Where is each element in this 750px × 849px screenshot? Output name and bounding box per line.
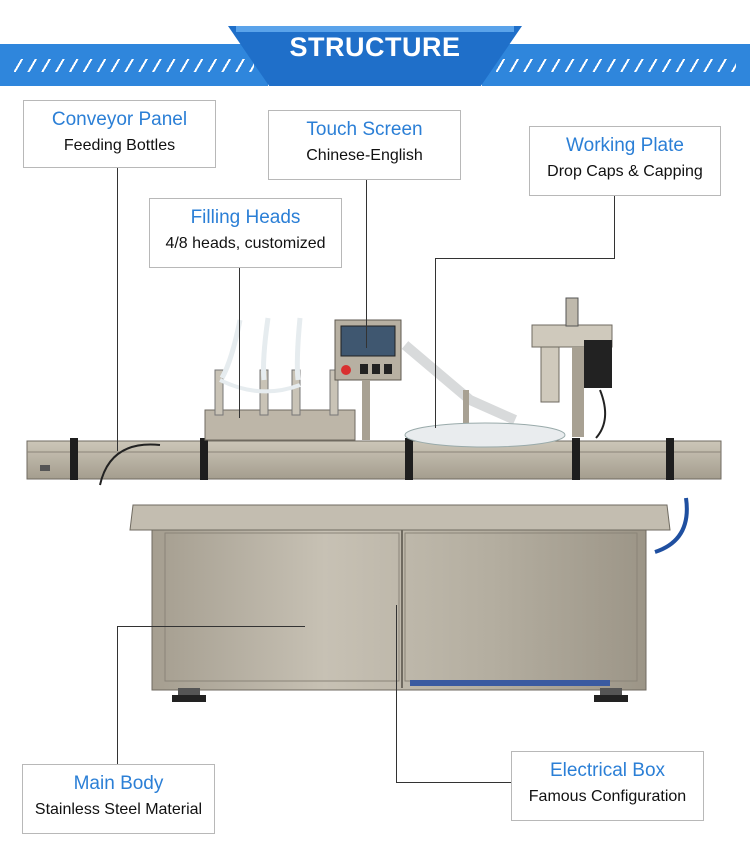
banner-hatch-left [14,59,254,72]
label-title: Touch Screen [306,119,423,140]
leader-line-main-v [117,626,118,764]
leader-line-conveyor [117,166,118,451]
label-subtitle: Drop Caps & Capping [547,163,703,180]
label-title: Filling Heads [190,207,301,228]
label-title: Working Plate [566,135,684,156]
label-subtitle: Stainless Steel Material [34,801,203,818]
label-title: Electrical Box [549,760,666,781]
leader-line-main-h [117,626,305,627]
label-touch-screen: Touch Screen Chinese-English [268,110,461,180]
banner-ribbon [228,26,522,86]
banner-hatch-right [496,59,736,72]
label-filling-heads: Filling Heads 4/8 heads, customized [149,198,342,268]
label-title: Main Body [73,773,164,794]
leader-line-filling [239,266,240,418]
label-electrical-box: Electrical Box Famous Configuration [511,751,704,821]
label-conveyor-panel: Conveyor Panel Feeding Bottles [23,100,216,168]
leader-line-working-down [435,258,436,428]
label-working-plate: Working Plate Drop Caps & Capping [529,126,721,196]
banner-band-right [482,44,750,86]
label-main-body: Main Body Stainless Steel Material [22,764,215,834]
leader-line-electrical-v [396,605,397,782]
page-title: STRUCTURE [289,32,461,62]
leader-line-touch [366,178,367,348]
banner-band-left [0,44,268,86]
leader-line-electrical-h [396,782,512,783]
label-subtitle: Chinese-English [306,147,423,164]
label-subtitle: 4/8 heads, customized [165,235,326,252]
label-subtitle: Famous Configuration [528,788,687,805]
leader-line-working-v [614,194,615,259]
leader-line-working-h [435,258,615,259]
label-subtitle: Feeding Bottles [63,137,176,154]
label-title: Conveyor Panel [51,109,188,130]
